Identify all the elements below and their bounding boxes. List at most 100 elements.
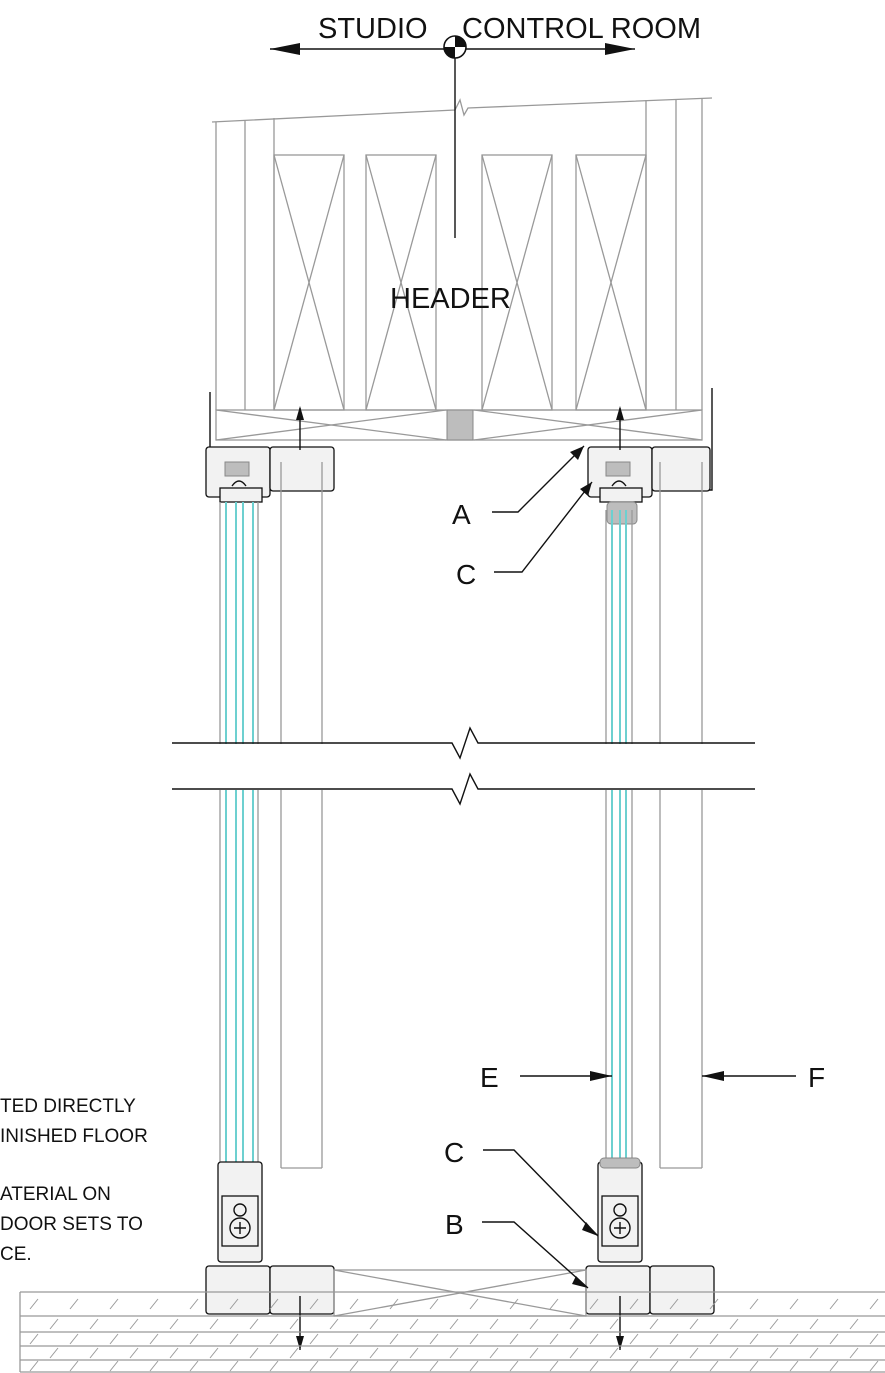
floor-hatch-mark — [389, 1298, 399, 1310]
break-lines — [170, 726, 760, 806]
floor-hatch-mark — [169, 1318, 179, 1330]
floor-hatch-mark — [669, 1333, 679, 1345]
floor-hatch-mark — [329, 1347, 339, 1359]
room-divider-symbol — [270, 35, 635, 59]
floor — [19, 1269, 885, 1373]
floor-hatch-mark — [509, 1333, 519, 1345]
floor-hatch-mark — [169, 1347, 179, 1359]
floor-hatch-mark — [549, 1298, 559, 1310]
floor-hatch-mark — [89, 1347, 99, 1359]
floor-hatch-mark — [669, 1298, 679, 1310]
floor-hatch-mark — [209, 1347, 219, 1359]
floor-hatch-mark — [289, 1347, 299, 1359]
label-header: HEADER — [390, 283, 511, 315]
floor-hatch-mark — [589, 1298, 599, 1310]
floor-hatch-mark — [229, 1333, 239, 1345]
head-jamb-right — [587, 406, 711, 525]
floor-hatch-mark — [629, 1360, 639, 1372]
floor-hatch-mark — [689, 1318, 699, 1330]
floor-hatch-mark — [189, 1333, 199, 1345]
floor-hatch-mark — [669, 1360, 679, 1372]
floor-hatch-mark — [649, 1347, 659, 1359]
floor-hatch-mark — [549, 1333, 559, 1345]
floor-hatch-mark — [309, 1333, 319, 1345]
floor-hatch-mark — [429, 1333, 439, 1345]
floor-hatch-mark — [749, 1298, 759, 1310]
floor-hatch-mark — [509, 1360, 519, 1372]
floor-hatch-mark — [409, 1318, 419, 1330]
floor-hatch-mark — [469, 1360, 479, 1372]
floor-hatch-mark — [569, 1318, 579, 1330]
floor-hatch-mark — [649, 1318, 659, 1330]
floor-hatch-mark — [49, 1318, 59, 1330]
floor-hatch-mark — [349, 1298, 359, 1310]
floor-hatch-mark — [829, 1298, 839, 1310]
floor-hatch-mark — [729, 1347, 739, 1359]
floor-hatch-mark — [69, 1333, 79, 1345]
floor-hatch-mark — [469, 1333, 479, 1345]
floor-hatch-mark — [309, 1298, 319, 1310]
floor-hatch-mark — [109, 1333, 119, 1345]
floor-hatch-mark — [349, 1333, 359, 1345]
callout-b: B — [445, 1209, 464, 1240]
floor-hatch-mark — [189, 1298, 199, 1310]
floor-hatch-mark — [629, 1333, 639, 1345]
floor-hatch-mark — [869, 1298, 879, 1310]
floor-hatch-mark — [549, 1360, 559, 1372]
callout-f: F — [808, 1062, 825, 1093]
floor-hatch-mark — [769, 1347, 779, 1359]
floor-hatch-mark — [349, 1360, 359, 1372]
floor-hatch-mark — [749, 1360, 759, 1372]
callout-e: E — [480, 1062, 499, 1093]
floor-hatch-mark — [389, 1360, 399, 1372]
floor-hatch-mark — [789, 1333, 799, 1345]
floor-hatch-mark — [489, 1318, 499, 1330]
sill-left — [205, 1161, 335, 1350]
note-line-1: TED DIRECTLY — [0, 1096, 136, 1117]
callout-c-top: C — [456, 559, 476, 590]
floor-hatch-mark — [129, 1347, 139, 1359]
floor-hatch-mark — [369, 1347, 379, 1359]
floor-hatch-mark — [249, 1318, 259, 1330]
floor-hatch-mark — [409, 1347, 419, 1359]
floor-hatch-mark — [429, 1298, 439, 1310]
glazing-left — [219, 502, 259, 1172]
callout-leaders — [482, 445, 796, 1289]
sill-right — [585, 1157, 715, 1350]
head-jamb-left — [205, 406, 335, 503]
floor-hatch-mark — [709, 1298, 719, 1310]
floor-hatch-mark — [729, 1318, 739, 1330]
floor-hatch-mark — [509, 1298, 519, 1310]
floor-hatch-mark — [289, 1318, 299, 1330]
floor-hatch-mark — [269, 1298, 279, 1310]
floor-hatch-mark — [829, 1333, 839, 1345]
floor-hatch-mark — [189, 1360, 199, 1372]
callout-c-bottom: C — [444, 1137, 464, 1168]
floor-hatch-mark — [709, 1360, 719, 1372]
label-studio: STUDIO — [318, 13, 428, 45]
floor-hatch-mark — [229, 1360, 239, 1372]
floor-hatch-mark — [769, 1318, 779, 1330]
floor-hatch-mark — [389, 1333, 399, 1345]
floor-hatch-mark — [269, 1333, 279, 1345]
floor-hatch-mark — [609, 1347, 619, 1359]
floor-hatch-mark — [849, 1318, 859, 1330]
floor-hatch-mark — [789, 1298, 799, 1310]
floor-hatch-mark — [209, 1318, 219, 1330]
floor-hatch-mark — [529, 1318, 539, 1330]
note-line-5: CE. — [0, 1244, 32, 1265]
note-line-3: ATERIAL ON — [0, 1184, 111, 1205]
floor-hatch-mark — [29, 1360, 39, 1372]
floor-hatch-mark — [69, 1360, 79, 1372]
floor-hatch-mark — [689, 1347, 699, 1359]
floor-hatch-mark — [29, 1333, 39, 1345]
floor-hatch-mark — [269, 1360, 279, 1372]
floor-hatch-mark — [809, 1347, 819, 1359]
floor-hatch-mark — [629, 1298, 639, 1310]
floor-hatch-mark — [469, 1298, 479, 1310]
floor-hatch-mark — [869, 1360, 879, 1372]
floor-hatch-mark — [149, 1333, 159, 1345]
floor-hatch-mark — [69, 1298, 79, 1310]
floor-hatch-mark — [709, 1333, 719, 1345]
